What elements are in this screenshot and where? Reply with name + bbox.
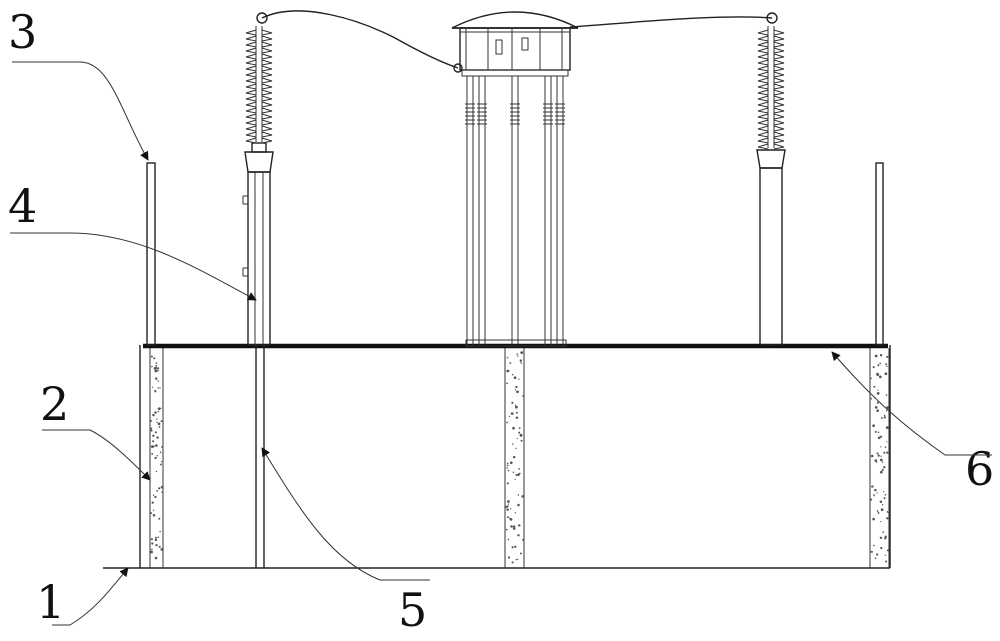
- callout-6: 6: [831, 351, 994, 496]
- foundation-pit: [103, 345, 891, 569]
- right-clamp: [766, 12, 778, 24]
- callout-2: 2: [40, 377, 151, 481]
- callout-3: 3: [8, 5, 149, 161]
- concrete-wall-right: [869, 348, 890, 568]
- callout-4: 4: [8, 179, 257, 301]
- right-conductor: [569, 16, 773, 28]
- breaker-legs: [465, 76, 567, 347]
- breaker-terminal: [453, 63, 463, 73]
- svg-text:6: 6: [965, 442, 994, 496]
- concrete-wall-left: [149, 348, 164, 568]
- svg-text:5: 5: [398, 583, 427, 637]
- right-insulator-icon: [757, 26, 785, 150]
- left-insulator-icon: [245, 26, 273, 144]
- left-clamp: [256, 12, 268, 24]
- left-conductor: [261, 10, 459, 69]
- breaker-head-icon: [451, 11, 579, 77]
- left-post: [146, 162, 156, 346]
- right-support-column: [756, 149, 786, 346]
- svg-text:4: 4: [8, 179, 37, 233]
- right-post: [875, 162, 884, 346]
- concrete-wall-middle: [504, 348, 525, 568]
- callout-1: 1: [36, 567, 129, 629]
- svg-text:3: 3: [8, 5, 37, 59]
- callout-5: 5: [261, 447, 430, 637]
- svg-text:1: 1: [36, 575, 65, 629]
- svg-text:2: 2: [40, 377, 69, 431]
- left-support-column: [242, 142, 274, 568]
